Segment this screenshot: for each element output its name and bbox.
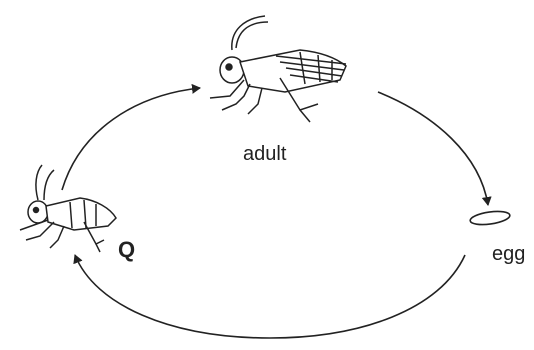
arrow-egg-to-nymph [75,255,465,338]
arrow-nymph-to-adult [62,88,200,190]
stage-label-egg: egg [492,243,525,266]
arrow-adult-to-egg [378,92,488,205]
stage-label-adult: adult [243,143,286,166]
stage-label-q: Q [118,237,135,263]
egg-icon [469,209,510,226]
grasshopper-nymph-icon [20,165,116,252]
grasshopper-adult-icon [210,16,346,122]
